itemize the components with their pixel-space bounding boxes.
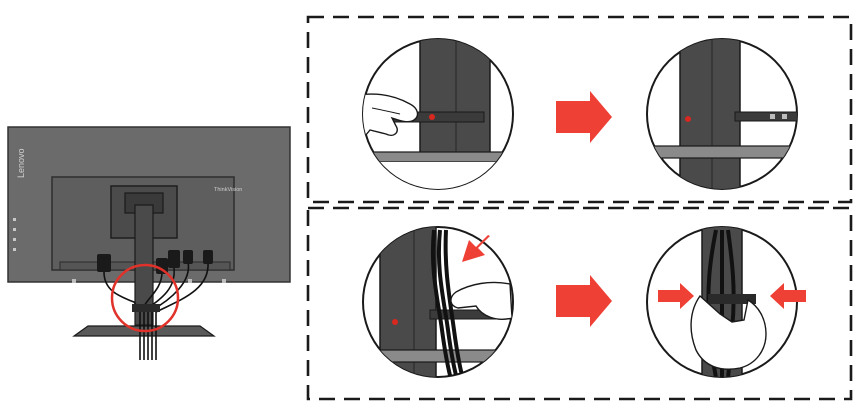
base-plate [363,151,513,163]
cable-plugs [97,250,213,274]
hand-icon [450,281,513,320]
cable-clip [132,304,160,312]
monitor-rear-view: Lenovo ThinkVision [7,126,291,360]
step-1-detail-after [646,38,798,190]
press-arrow-icon [462,235,490,262]
press-arrow-icon [770,283,806,309]
brand-logo-panel: ThinkVision [214,187,242,193]
step-2-detail-before [362,226,514,378]
step-2-frame [306,206,853,401]
step-2-detail-after [646,226,806,378]
right-arrow-icon [556,275,612,327]
step-1-frame [306,15,853,204]
hand-icon [690,294,767,370]
side-buttons [13,218,16,251]
press-arrow-icon [658,283,694,309]
port-icons [72,279,226,283]
step-1-detail-before [362,38,514,190]
highlight-ring [110,263,180,333]
clip-button-dot [429,114,435,120]
cable-bundle-routing [430,229,470,377]
hand-icon [363,93,419,152]
right-arrow-icon [556,91,612,143]
brand-logo-side: Lenovo [16,148,26,178]
